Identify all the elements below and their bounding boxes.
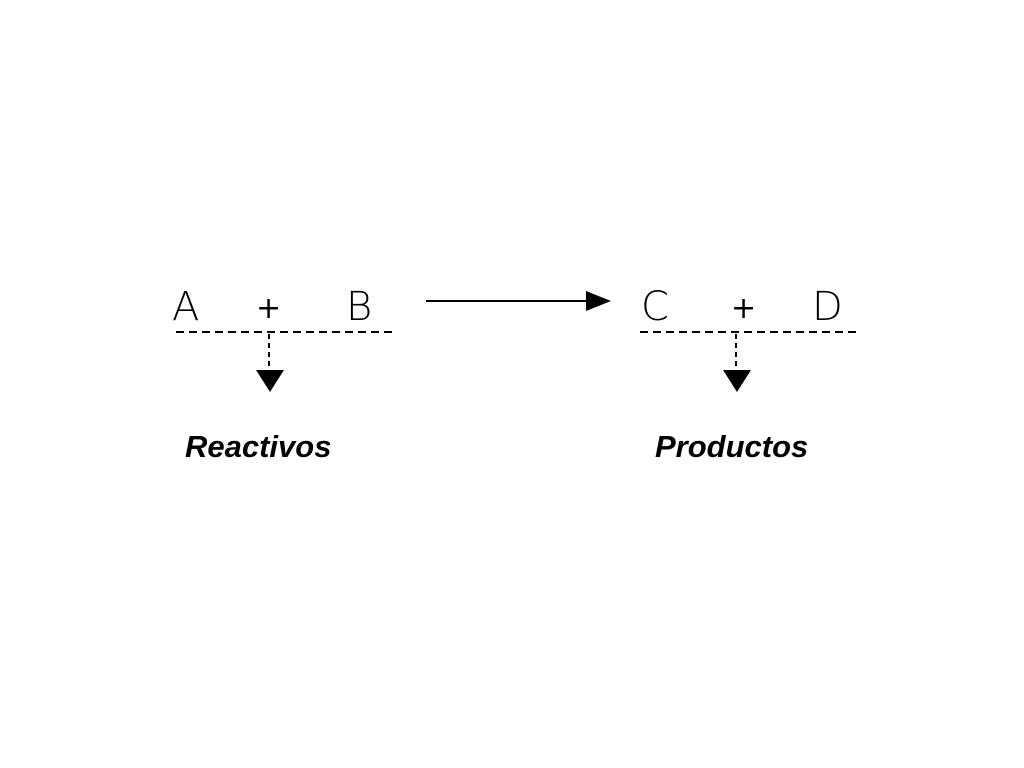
reactants-label: Reactivos bbox=[185, 429, 331, 464]
reaction-arrowhead-icon bbox=[586, 291, 611, 311]
product-c: C bbox=[641, 284, 669, 330]
reaction-arrow bbox=[426, 291, 611, 311]
reactant-a: A bbox=[172, 284, 199, 330]
products-label: Productos bbox=[655, 429, 808, 464]
products-group: C + D Productos bbox=[640, 284, 860, 464]
reactants-group: A + B Reactivos bbox=[172, 284, 392, 464]
reactants-arrowhead-icon bbox=[256, 370, 284, 392]
products-plus: + bbox=[731, 291, 756, 326]
product-d: D bbox=[812, 284, 843, 330]
reactants-plus: + bbox=[256, 291, 281, 326]
reactant-b: B bbox=[346, 284, 372, 330]
products-arrowhead-icon bbox=[723, 370, 751, 392]
